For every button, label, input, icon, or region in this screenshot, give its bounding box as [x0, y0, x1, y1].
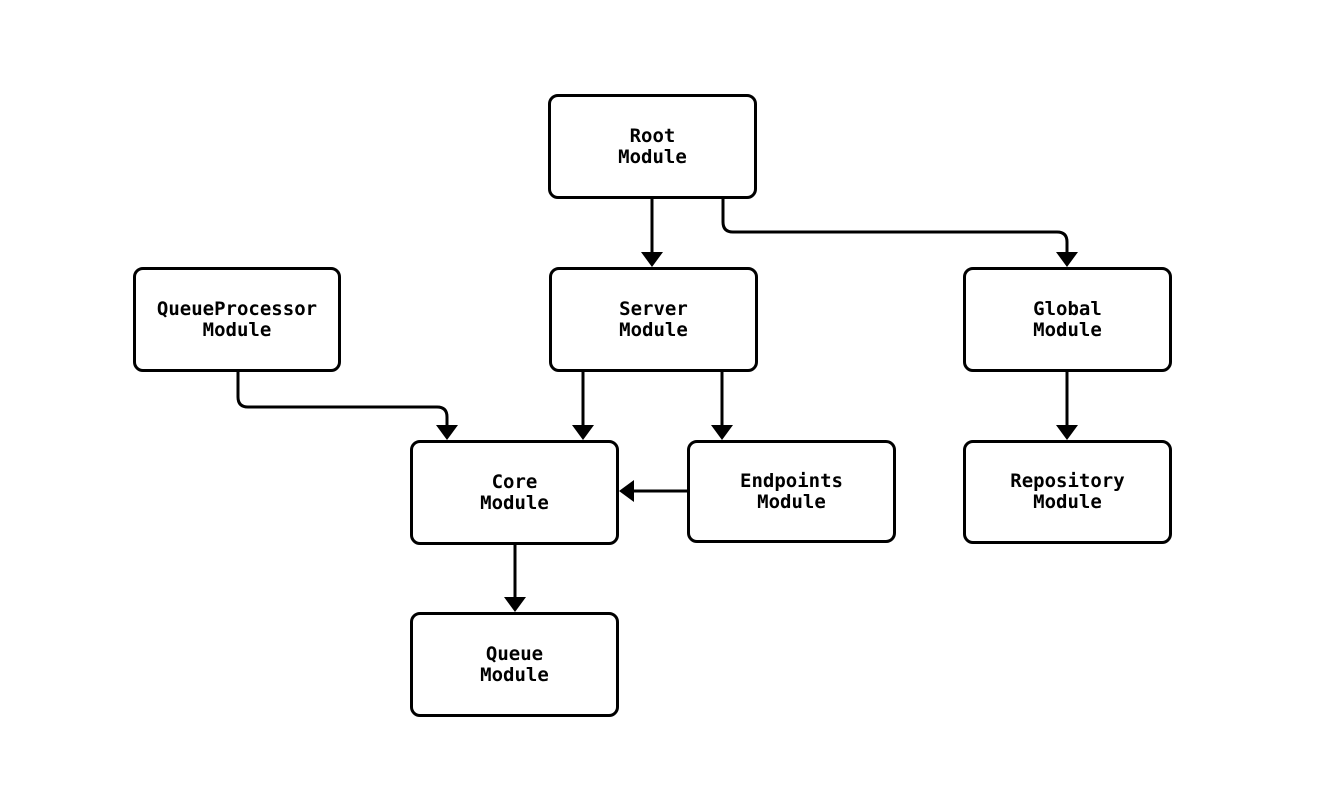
- edge-root-module-to-server-module: [641, 199, 663, 267]
- arrowhead: [711, 425, 733, 440]
- node-repository-module: Repository Module: [963, 440, 1172, 544]
- arrowhead: [1056, 252, 1078, 267]
- node-label: Server Module: [619, 297, 688, 341]
- node-label: Endpoints Module: [740, 469, 843, 513]
- node-endpoints-module: Endpoints Module: [687, 440, 896, 543]
- arrowhead: [572, 425, 594, 440]
- node-label: Root Module: [618, 124, 687, 168]
- arrowhead: [641, 252, 663, 267]
- node-root-module: Root Module: [548, 94, 757, 199]
- edge-core-module-to-queue-module: [504, 545, 526, 612]
- node-core-module: Core Module: [410, 440, 619, 545]
- node-label: Repository Module: [1010, 470, 1125, 513]
- node-queue-module: Queue Module: [410, 612, 619, 717]
- arrowhead: [619, 480, 634, 502]
- arrowhead: [436, 425, 458, 440]
- edge-global-module-to-repository-module: [1056, 372, 1078, 440]
- node-label: Global Module: [1033, 297, 1102, 341]
- node-global-module: Global Module: [963, 267, 1172, 372]
- node-label: QueueProcessor Module: [156, 297, 318, 341]
- node-queueprocessor-module: QueueProcessor Module: [133, 267, 341, 372]
- node-label: Core Module: [480, 470, 549, 514]
- edge-queueprocessor-module-to-core-module: [236, 372, 458, 440]
- edge-server-module-to-core-module: [572, 372, 594, 440]
- edge-endpoints-module-to-core-module: [619, 480, 687, 502]
- edge-root-module-to-global-module: [721, 199, 1078, 267]
- edge-server-module-to-endpoints-module: [711, 372, 733, 440]
- arrowhead: [504, 597, 526, 612]
- arrowhead: [1056, 425, 1078, 440]
- node-server-module: Server Module: [549, 267, 758, 372]
- node-label: Queue Module: [480, 642, 549, 686]
